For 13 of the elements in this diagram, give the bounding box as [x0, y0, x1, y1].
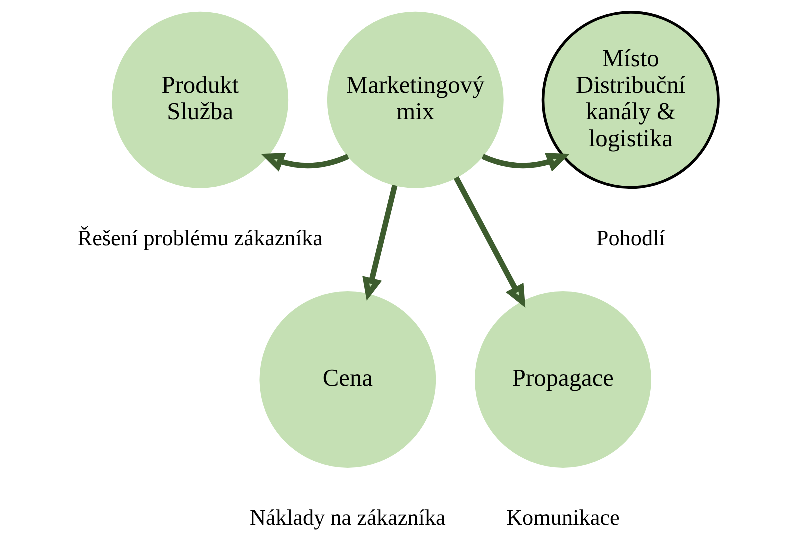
- node-label: Komunikace: [506, 505, 620, 530]
- node-label: Pohodlí: [596, 225, 666, 250]
- arrow: [261, 153, 350, 172]
- node-circle: Produkt Služba: [112, 12, 289, 188]
- node-label: Řešení problému zákazníka: [78, 225, 323, 250]
- arrow: [362, 184, 398, 301]
- node-circle: Cena: [260, 292, 436, 468]
- node-circle: Propagace: [475, 292, 652, 468]
- node-circle: Marketingový mix: [327, 12, 504, 188]
- arrow: [482, 153, 570, 172]
- arrow: [454, 176, 526, 308]
- node-label: Náklady na zákazníka: [250, 505, 446, 530]
- node-circle: Místo Distribuční kanály & logistika: [542, 11, 720, 190]
